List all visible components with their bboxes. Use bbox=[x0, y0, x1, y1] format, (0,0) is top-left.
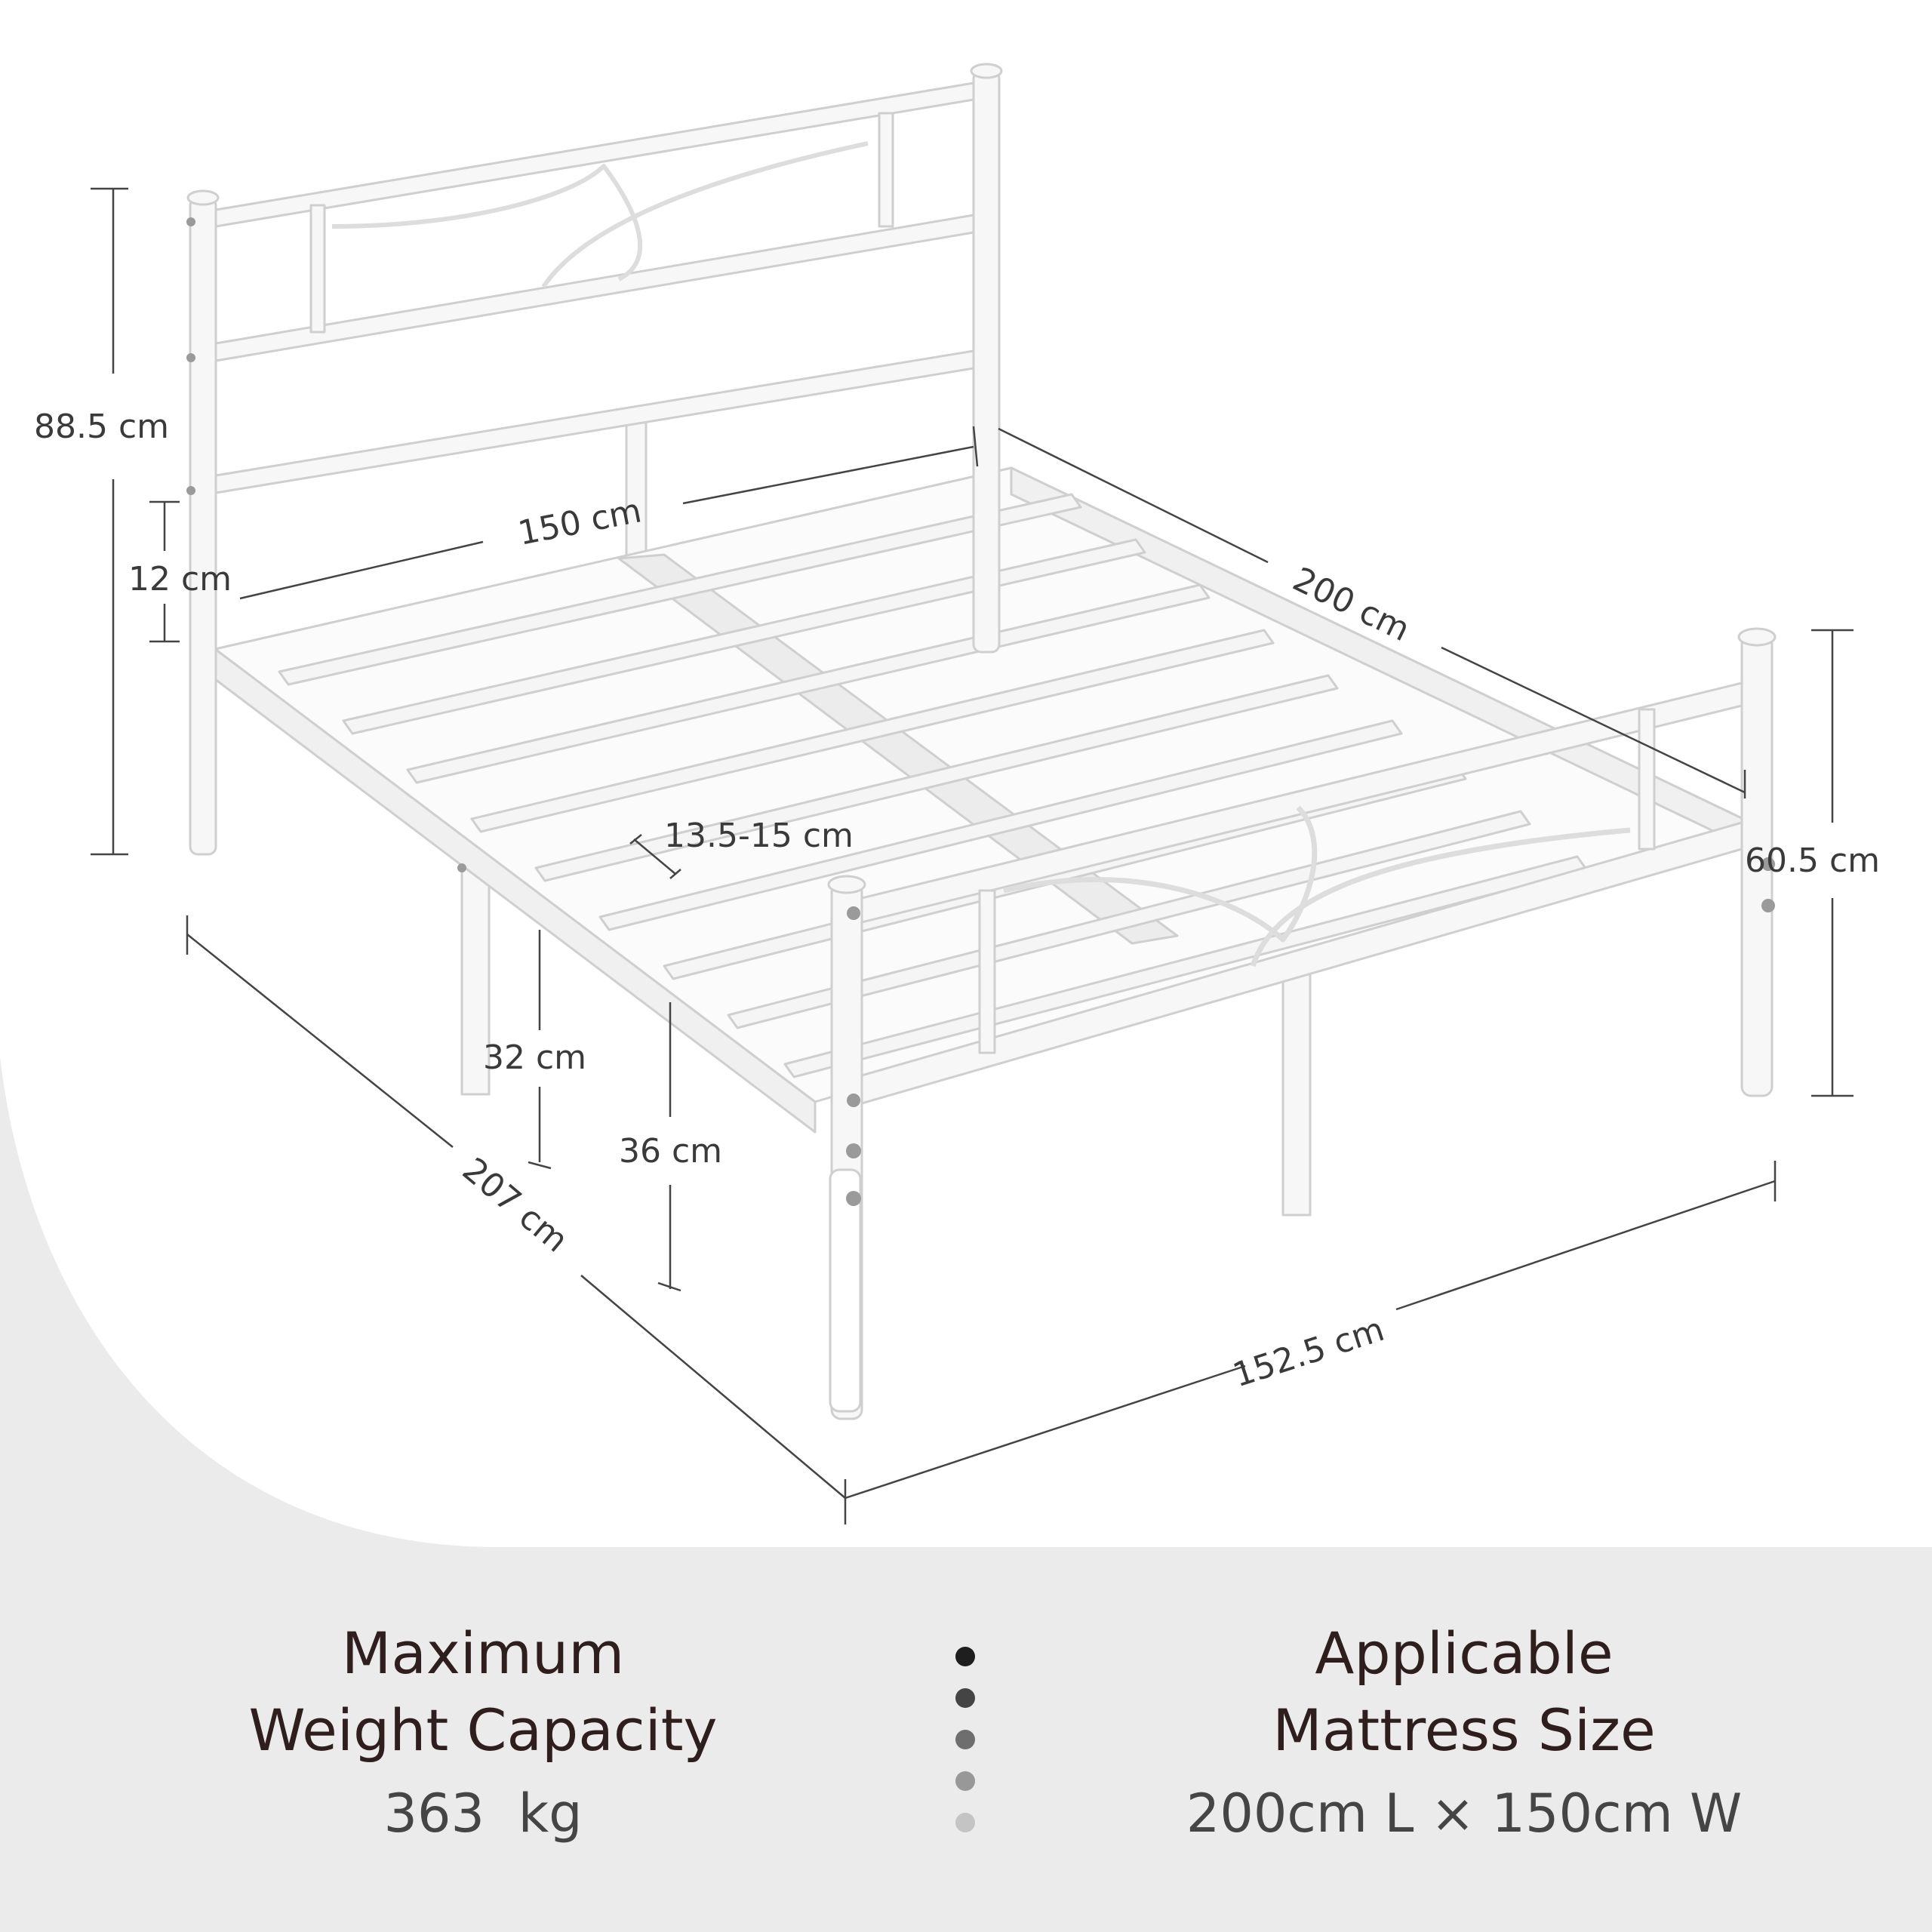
capacity-heading-line2: Weight Capacity bbox=[248, 1697, 718, 1764]
separator-dot-2 bbox=[955, 1688, 975, 1708]
headboard-decoration bbox=[331, 141, 869, 288]
footboard-rail-bottom bbox=[860, 821, 1743, 1105]
headboard-rail-middle bbox=[214, 214, 975, 362]
headboard-post-cap-left bbox=[186, 189, 220, 206]
mattress-heading-line1: Applicable bbox=[1315, 1620, 1614, 1687]
label-leg-height: 36 cm bbox=[619, 1132, 722, 1171]
footboard-inner-post-right bbox=[1638, 708, 1656, 851]
mattress-section: Applicable Mattress Size 200cm L × 150cm… bbox=[1132, 1615, 1796, 1847]
bed-leg-center-front bbox=[1281, 964, 1312, 1217]
bed-leg-front-left bbox=[829, 1168, 862, 1413]
footboard-rail-top bbox=[860, 681, 1743, 924]
separator-dot-5 bbox=[955, 1813, 975, 1832]
headboard-inner-post-left bbox=[309, 204, 326, 334]
dimension-lines bbox=[91, 187, 1854, 1524]
capacity-heading-line1: Maximum bbox=[341, 1620, 625, 1687]
capacity-section: Maximum Weight Capacity 363 kg bbox=[181, 1615, 785, 1847]
separator-dot-1 bbox=[955, 1647, 975, 1666]
mattress-value: 200cm L × 150cm W bbox=[1186, 1783, 1743, 1844]
mattress-heading-line2: Mattress Size bbox=[1272, 1697, 1656, 1764]
headboard-rail-bottom bbox=[214, 349, 975, 494]
slats bbox=[278, 493, 1588, 1078]
headboard-post-left bbox=[189, 196, 217, 856]
footboard-post-cap-left bbox=[827, 875, 866, 894]
label-clearance: 32 cm bbox=[483, 1038, 586, 1077]
label-slat-gap: 13.5-15 cm bbox=[664, 817, 854, 855]
bed-frame bbox=[186, 63, 1777, 1420]
headboard-post-right bbox=[972, 69, 1001, 654]
footboard-inner-post-left bbox=[978, 889, 996, 1054]
label-headboard-height: 88.5 cm bbox=[34, 408, 169, 446]
footboard-post-cap-right bbox=[1737, 627, 1777, 647]
headboard-inner-post-right bbox=[878, 112, 894, 228]
label-footboard-height: 60.5 cm bbox=[1745, 841, 1880, 880]
footboard-decoration bbox=[1003, 805, 1631, 968]
frame-bolts bbox=[186, 217, 1775, 1206]
headboard-post-cap-right bbox=[970, 63, 1003, 79]
label-headboard-gap: 12 cm bbox=[128, 560, 232, 598]
separator-dot-3 bbox=[955, 1730, 975, 1749]
center-support-beam bbox=[617, 553, 1179, 945]
capacity-value: 363 kg bbox=[383, 1783, 583, 1844]
headboard-rail-top bbox=[214, 82, 975, 228]
separator-dot-4 bbox=[955, 1771, 975, 1791]
